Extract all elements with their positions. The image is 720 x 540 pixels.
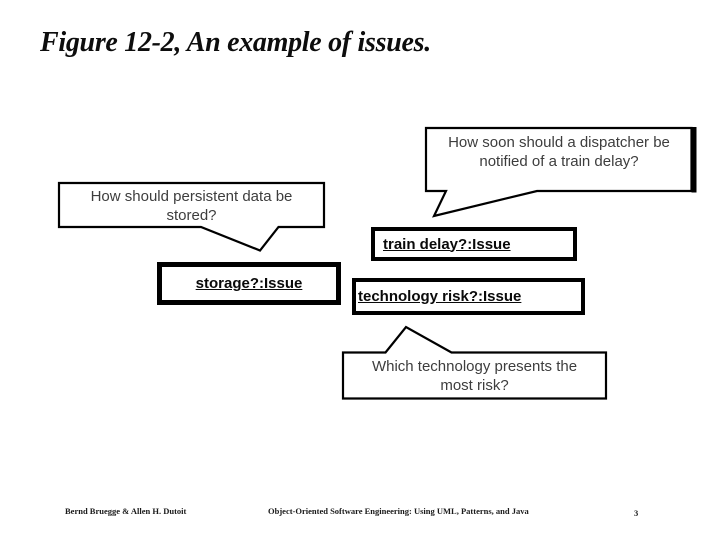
train-delay-issue-box [371, 227, 577, 261]
dispatcher-bubble-line1: How soon should a dispatcher be [448, 134, 670, 151]
storage-bubble-line2: stored? [166, 207, 217, 224]
storage-issue-label: storage?:Issue [195, 275, 303, 292]
technology-bubble-line1: Which technology presents the [371, 358, 578, 375]
dispatcher-bubble-line2: notified of a train delay? [479, 153, 639, 170]
train-delay-issue-label: train delay?:Issue [383, 235, 511, 253]
technology-bubble-line2: most risk? [440, 377, 509, 394]
speech-bubble-technology-outline [341, 325, 608, 400]
dispatcher-bubble-text: How soon should a dispatcher be notified… [426, 133, 692, 171]
storage-bubble-text: How should persistent data be stored? [59, 187, 324, 225]
speech-bubble-storage-outline [57, 181, 326, 252]
storage-issue-box [157, 262, 341, 305]
slide-title: Figure 12-2, An example of issues. [40, 27, 431, 58]
footer-page-number: 3 [634, 508, 639, 518]
technology-risk-issue-box [352, 278, 585, 315]
technology-risk-issue-label: technology risk?:Issue [358, 288, 522, 305]
storage-bubble-line1: How should persistent data be [90, 188, 293, 205]
footer-book-title: Object-Oriented Software Engineering: Us… [268, 506, 529, 516]
technology-bubble-text: Which technology presents the most risk? [343, 357, 606, 395]
footer-authors: Bernd Bruegge & Allen H. Dutoit [65, 506, 187, 516]
